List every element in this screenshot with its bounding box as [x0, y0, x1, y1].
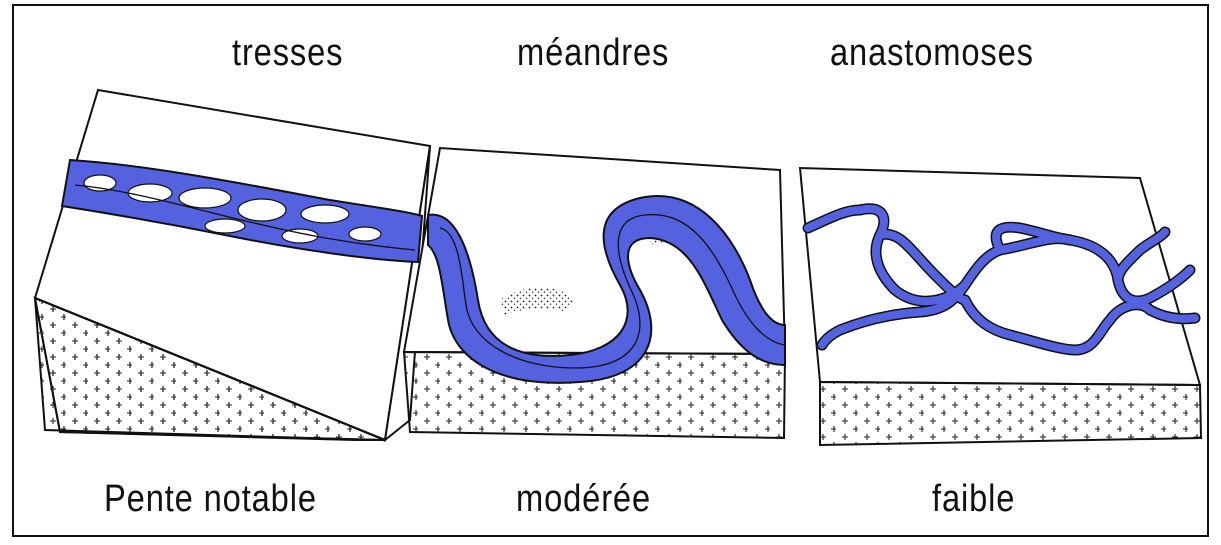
label-slope-steep: Pente notable: [104, 478, 317, 521]
meandering-river-block: [404, 148, 785, 438]
braided-river-block: [35, 90, 430, 440]
label-slope-moderate: modérée: [516, 478, 651, 521]
label-braided: tresses: [232, 32, 343, 75]
label-anastomosing: anastomoses: [830, 32, 1034, 75]
anastomosing-river-block: [800, 168, 1201, 445]
label-meandering: méandres: [517, 32, 669, 75]
label-slope-low: faible: [932, 478, 1015, 521]
